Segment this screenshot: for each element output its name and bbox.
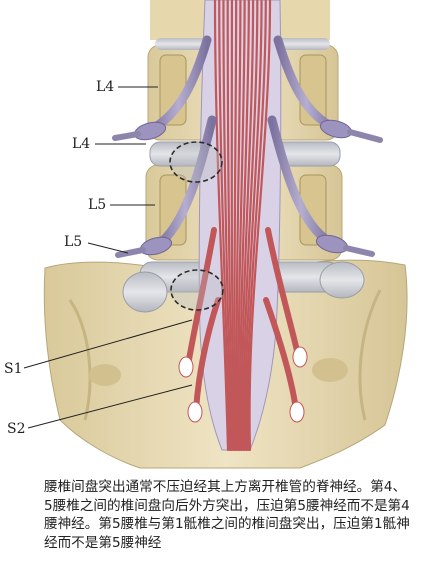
nerve-strand <box>222 0 233 452</box>
nerve-strand <box>218 0 231 452</box>
nerve-strand <box>248 0 272 452</box>
nerve-strand <box>239 0 250 452</box>
nerve-strand <box>226 0 235 452</box>
nerve-roots <box>112 35 383 423</box>
nerve-strand <box>237 0 246 452</box>
leader-lines <box>23 86 193 429</box>
nerve-strand <box>241 0 255 452</box>
label-l5-lower: L5 <box>64 234 83 250</box>
nerve-strand <box>246 0 267 452</box>
nerve-strand <box>235 0 242 452</box>
label-s2: S2 <box>7 421 26 437</box>
nerve-strand <box>233 0 238 452</box>
herniation-l4-l5 <box>169 141 223 183</box>
label-l4-upper: L4 <box>96 79 115 95</box>
nerve-strand <box>243 0 259 452</box>
label-s1: S1 <box>4 361 23 377</box>
disc-herniation-markers <box>169 141 224 311</box>
nerve-strand <box>213 0 230 452</box>
intervertebral-discs <box>122 38 365 313</box>
label-l5-upper: L5 <box>88 197 107 213</box>
cauda-equina <box>213 0 272 452</box>
figure-caption: 腰椎间盘突出通常不压迫经其上方离开椎管的脊神经。第4、5腰椎之间的椎间盘向后外方… <box>44 479 410 551</box>
nerve-strand <box>244 0 263 452</box>
spine-illustration <box>23 0 408 469</box>
nerve-strand <box>230 0 236 452</box>
label-l4-lower: L4 <box>72 136 91 152</box>
herniation-l5-s1 <box>170 269 224 311</box>
